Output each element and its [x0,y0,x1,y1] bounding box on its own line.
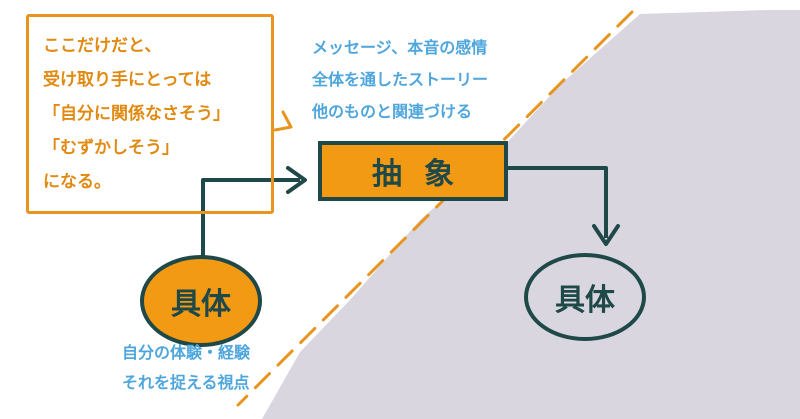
note-pointer [273,110,293,132]
note-line: 「むずかしそう」 [43,138,179,158]
dashed-divider [236,10,634,407]
arrow-head-down [592,224,620,246]
note-line: になる。 [43,172,111,192]
abstract-label: 抽象 [372,157,476,192]
abstract-region [262,10,800,419]
arrow-head-right [286,166,307,194]
concrete-label-left: 具体 [171,287,231,322]
concrete-label-right: 具体 [555,283,615,318]
abstract-description-line: 他のものと関連づける [312,102,473,121]
note-line: ここだけだと、 [43,36,162,56]
abstract-description-line: メッセージ、本音の感情 [312,38,488,57]
concrete-description-line: 自分の体験・経験 [122,343,251,362]
note-line: 「自分に関係なさそう」 [43,104,230,124]
arrow-concrete-to-abstract [201,178,300,258]
arrow-abstract-to-concrete [508,166,608,238]
explanation-note: ここだけだと、 受け取り手にとっては 「自分に関係なさそう」 「むずかしそう」 … [26,14,274,214]
abstract-description: メッセージ、本音の感情 全体を通したストーリー 他のものと関連づける [312,32,542,128]
abstract-box: 抽象 [318,141,508,201]
concrete-description: 自分の体験・経験 それを捉える視点 [122,338,342,398]
concrete-circle-right: 具体 [524,253,646,341]
concrete-circle-left: 具体 [140,255,262,347]
concrete-description-line: それを捉える視点 [122,373,250,392]
abstract-description-line: 全体を通したストーリー [312,70,489,89]
note-line: 受け取り手にとっては [43,70,212,90]
